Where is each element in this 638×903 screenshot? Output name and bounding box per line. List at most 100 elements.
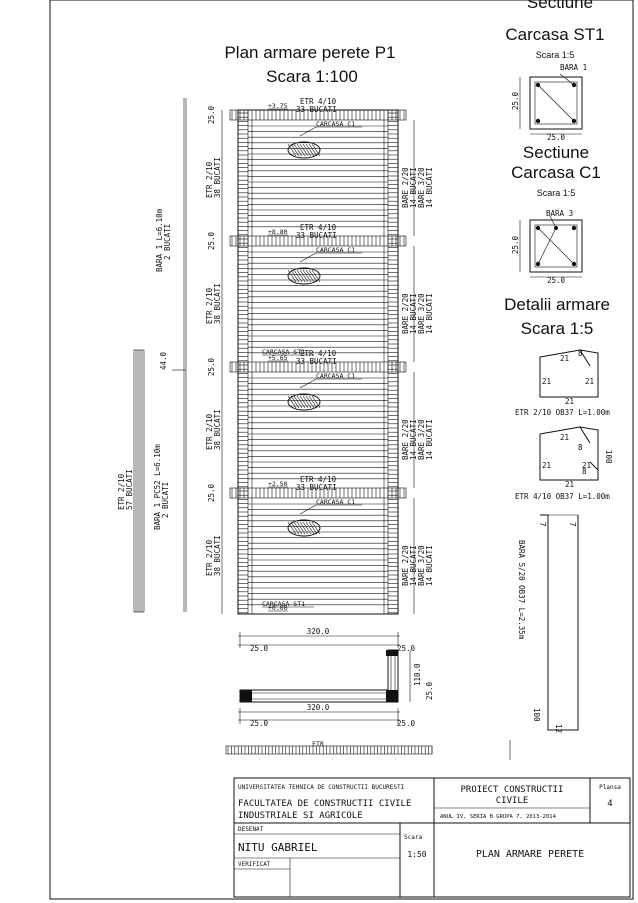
carcasa-st1-label: CARCASA ST1 (262, 600, 305, 608)
left-long-bars: BARA 1 L=6.10m 2 BUCATI 44.0 ETR 2/10 57… (117, 98, 187, 613)
right-bar1-label: BARE 2/20 (401, 293, 410, 334)
carcasa-label: CARCASA C1 (316, 120, 355, 128)
tb-year-info: ANUL IV, SERIA B GRUPA 7, 2013-2014 (440, 814, 557, 820)
etr-top-count: 33 BUCATI (296, 105, 337, 114)
right-bar2-count: 14 BUCATI (425, 167, 434, 208)
carcasa-label: CARCASA C1 (316, 372, 355, 380)
wall-opening (287, 393, 321, 411)
ring-beam (229, 109, 407, 121)
c1-title-line2: Carcasa C1 (511, 163, 601, 182)
right-bar1-count: 14 BUCATI (409, 293, 418, 334)
level-marker: +3.75 (268, 102, 288, 110)
c1-bar-label: BARA 3 (546, 209, 573, 218)
tb-university: UNIVERSITATEA TEHNICA DE CONSTRUCTII BUC… (238, 784, 405, 791)
right-bar2-count: 14 BUCATI (425, 293, 434, 334)
opening-hatch (290, 269, 300, 283)
st1-side-dim: 25.0 (511, 91, 520, 110)
bar5-top2: 7 (568, 522, 577, 527)
tb-drawn-label: DESENAT (238, 826, 264, 833)
left-dim-top: 25.0 (207, 483, 216, 502)
left-etr-label: ETR 2/10 (205, 539, 214, 576)
opening-hatch (287, 143, 297, 157)
etr-top-count: 33 BUCATI (296, 231, 337, 240)
st1-bottom-dim: 25.0 (547, 133, 566, 142)
carcasa-label: CARCASA C1 (316, 246, 355, 254)
details-title-line2: Scara 1:5 (521, 319, 594, 338)
stirrup1-dim-4: 21 (565, 397, 574, 406)
etr-top-label: ETR 4/10 (300, 349, 337, 358)
opening-hatch (290, 143, 300, 157)
left-etr-label: ETR 2/10 (205, 413, 214, 450)
st1-scale: Scara 1:5 (536, 50, 575, 60)
details-title-line1: Detalii armare (504, 295, 610, 314)
opening-hatch (299, 143, 309, 157)
opening-hatch (293, 395, 303, 409)
opening-hatch (290, 395, 300, 409)
etr-top-label: ETR 4/10 (300, 475, 337, 484)
right-bar1-count: 14 BUCATI (409, 545, 418, 586)
carcasa-leader (299, 378, 317, 389)
bar5-end: 12 (554, 724, 563, 733)
right-bar1-count: 14 BUCATI (409, 167, 418, 208)
carcasa-leader (299, 126, 317, 137)
wall-opening (287, 141, 321, 159)
bara1b-count: 2 BUCATI (161, 482, 170, 518)
opening-hatch (296, 395, 306, 409)
plan-dim-25-left-top: 25.0 (250, 644, 269, 653)
bara1-count: 2 BUCATI (163, 224, 172, 260)
left-etr-label: ETR 2/10 (205, 287, 214, 324)
opening-hatch (305, 521, 315, 535)
opening-hatch (296, 521, 306, 535)
etr-top-label: ETR 4/10 (300, 223, 337, 232)
stirrup2-dim-2: 21 (542, 461, 551, 470)
plan-dim-25-left-bottom: 25.0 (250, 719, 269, 728)
tb-drawn-by: NITU GABRIEL (238, 841, 318, 854)
opening-hatch (299, 395, 309, 409)
right-bar1-label: BARE 2/20 (401, 419, 410, 460)
opening-hatch (302, 269, 312, 283)
stirrup1-dim-0: 21 (560, 354, 569, 363)
plan-title: Plan armare perete P1 (224, 43, 395, 62)
left-dim-top: 25.0 (207, 231, 216, 250)
bar5-label: BARA 5/20 OB37 L=2.35m (517, 540, 526, 640)
right-bar2-label: BARE 3/20 (417, 167, 426, 208)
opening-hatch (311, 269, 321, 283)
c1-side-dim: 25.0 (511, 235, 520, 254)
tb-scale-label: Scara (404, 834, 422, 841)
left-etr-count: 38 BUCATI (213, 283, 222, 324)
opening-hatch (311, 395, 321, 409)
dim-44: 44.0 (159, 351, 168, 370)
opening-hatch (293, 143, 303, 157)
opening-hatch (308, 143, 318, 157)
left-etr-count: 38 BUCATI (213, 157, 222, 198)
opening-hatch (287, 269, 297, 283)
stirrup1-dim-2: 21 (542, 377, 551, 386)
right-bar2-label: BARE 3/20 (417, 545, 426, 586)
left-etr-count: 38 BUCATI (213, 409, 222, 450)
plan-dim-25-right-bottom: 25.0 (397, 719, 416, 728)
st1-bar-label: BARA 1 (560, 63, 587, 72)
opening-hatch (287, 521, 297, 535)
ring-beam (229, 487, 407, 499)
right-bar2-count: 14 BUCATI (425, 545, 434, 586)
st1-title: Carcasa ST1 (505, 25, 604, 44)
section-c1: Sectiune Carcasa C1 Scara 1:5 BARA 3 25.… (511, 143, 601, 285)
left-dim-top: 25.0 (207, 105, 216, 124)
stirrup1-dim-3: 21 (585, 377, 594, 386)
title-block: UNIVERSITATEA TEHNICA DE CONSTRUCTII BUC… (233, 777, 631, 898)
etr-top-count: 33 BUCATI (296, 483, 337, 492)
opening-hatch (296, 269, 306, 283)
right-bar2-label: BARE 3/20 (417, 293, 426, 334)
stirrup2-side: 100 (604, 450, 613, 464)
etr-long-label: ETR 2/10 (117, 473, 126, 510)
right-bar1-label: BARE 2/20 (401, 545, 410, 586)
stirrup1-label: ETR 2/10 OB37 L=1.00m (515, 408, 610, 417)
stirrup2-dim-3: 21 (582, 461, 591, 470)
bara1b-label: BARA 1 PC52 L=6.10m (153, 444, 162, 530)
st1-title-partial: Sectiune (527, 0, 593, 12)
opening-hatch (290, 521, 300, 535)
ring-beam (229, 235, 407, 247)
